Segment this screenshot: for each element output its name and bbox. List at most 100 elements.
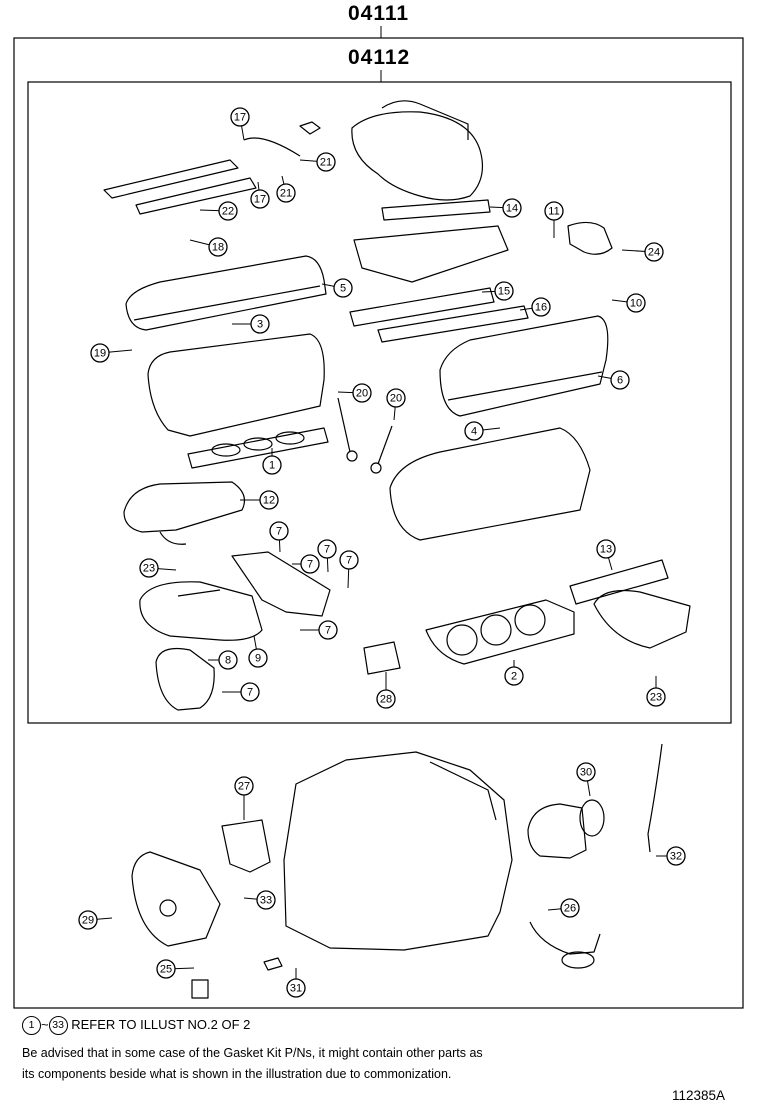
callout-15: 15: [481, 281, 514, 301]
callout-number: 3: [257, 319, 263, 331]
callout-circle: [234, 776, 254, 796]
callout-number: 7: [247, 687, 253, 699]
callout-circle: [318, 620, 338, 640]
callout-4: 4: [464, 421, 501, 441]
callout-number: 8: [225, 655, 231, 667]
callout-27: 27: [234, 776, 254, 820]
callout-circle: [502, 198, 522, 218]
callout-circle: [78, 910, 98, 930]
callout-circle: [352, 383, 372, 403]
callout-23: 23: [139, 558, 177, 578]
kit-04111-frame: [13, 37, 744, 1009]
callout-number: 7: [346, 555, 352, 567]
callout-number: 23: [143, 563, 155, 575]
range-tilde: ~: [41, 1016, 49, 1032]
callout-6: 6: [597, 370, 630, 390]
callout-circle: [596, 539, 616, 559]
callout-circle: [544, 201, 564, 221]
callout-circle: [560, 898, 580, 918]
callout-circle: [646, 687, 666, 707]
callout-33: 33: [243, 890, 276, 910]
callout-20: 20: [337, 383, 372, 403]
callout-range-end: 33: [48, 1016, 68, 1035]
callout-circle: [256, 890, 276, 910]
callout-circle: [156, 959, 176, 979]
callout-circle: [262, 455, 282, 475]
callout-circle: [276, 183, 296, 203]
callout-circle: [248, 648, 268, 668]
callout-circle: [240, 682, 260, 702]
refer-note-text: REFER TO ILLUST NO.2 OF 2: [71, 1016, 251, 1032]
callout-17: 17: [250, 181, 270, 209]
callout-circle: [464, 421, 484, 441]
callout-1: 1: [262, 448, 282, 475]
callout-circle: [218, 201, 238, 221]
callout-18: 18: [189, 237, 228, 257]
callout-circle: [286, 978, 306, 998]
callout-23: 23: [646, 676, 666, 707]
callout-circle: [666, 846, 686, 866]
callout-circle: [610, 370, 630, 390]
callout-number: 22: [222, 206, 234, 218]
callout-number: 15: [498, 286, 510, 298]
callout-circle: [576, 762, 596, 782]
refer-note: 1~33 REFER TO ILLUST NO.2 OF 2: [22, 1016, 250, 1035]
callout-number: 26: [564, 903, 576, 915]
callout-number: 13: [600, 544, 612, 556]
callout-11: 11: [544, 201, 564, 238]
callout-number: 18: [212, 242, 224, 254]
callout-number: 28: [380, 694, 392, 706]
callout-circle: [626, 293, 646, 313]
callout-number: 29: [82, 915, 94, 927]
callout-20: 20: [386, 388, 406, 421]
callout-number: 20: [390, 393, 402, 405]
callout-circle: [269, 521, 289, 541]
callout-circle: [250, 189, 270, 209]
callout-7: 7: [269, 521, 289, 553]
callout-circle: [376, 689, 396, 709]
callout-number: 7: [325, 625, 331, 637]
callout-circle: [333, 278, 353, 298]
callout-circle: [316, 152, 336, 172]
callout-21: 21: [299, 152, 336, 172]
callout-circle: [218, 650, 238, 670]
callout-32: 32: [656, 846, 686, 866]
callout-circle: [300, 554, 320, 574]
callout-28: 28: [376, 672, 396, 709]
callout-number: 33: [260, 895, 272, 907]
callout-29: 29: [78, 910, 113, 930]
callout-number: 7: [276, 526, 282, 538]
callout-circle: [250, 314, 270, 334]
callout-number: 25: [160, 964, 172, 976]
callout-19: 19: [90, 343, 133, 363]
callout-17: 17: [230, 107, 250, 141]
callout-circle: [230, 107, 250, 127]
callout-7: 7: [292, 554, 320, 574]
callout-number: 31: [290, 983, 302, 995]
callout-7: 7: [222, 682, 260, 702]
callout-13: 13: [596, 539, 616, 571]
callout-number: 2: [511, 671, 517, 683]
callout-25: 25: [156, 959, 195, 979]
callout-7: 7: [339, 550, 359, 589]
callout-2: 2: [504, 660, 524, 686]
callout-circle: [531, 297, 551, 317]
illustration-number: 112385A: [672, 1088, 726, 1103]
callout-9: 9: [248, 635, 268, 668]
callout-14: 14: [489, 198, 522, 218]
kit-04111-label: 04111: [348, 2, 410, 25]
callout-number: 32: [670, 851, 682, 863]
callout-circle: [386, 388, 406, 408]
callout-21: 21: [276, 175, 296, 203]
callout-number: 23: [650, 692, 662, 704]
part-outlines: [103, 100, 691, 999]
callout-7: 7: [300, 620, 338, 640]
callout-10: 10: [611, 293, 646, 313]
callout-circle: [208, 237, 228, 257]
callout-8: 8: [208, 650, 238, 670]
callout-circle: [644, 242, 664, 262]
callout-number: 19: [94, 348, 106, 360]
callout-number: 17: [254, 194, 266, 206]
callout-circle: [259, 490, 279, 510]
